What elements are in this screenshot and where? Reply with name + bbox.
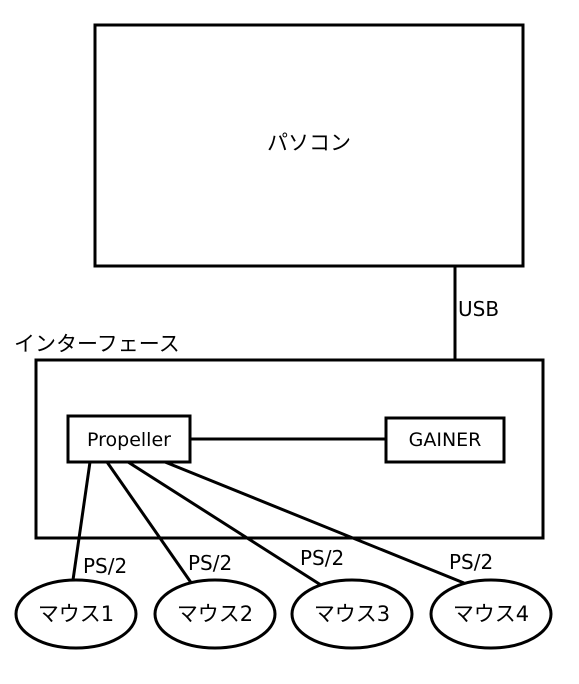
mouse-2-node (153, 578, 277, 650)
ps2-label-2: PS/2 (188, 551, 232, 575)
gainer-label: GAINER (409, 429, 482, 451)
ps2-label-4: PS/2 (449, 550, 493, 574)
ps2-line-4 (164, 460, 465, 585)
ps2-line-2 (105, 461, 194, 585)
interface-label: インターフェース (14, 332, 180, 356)
propeller-box (66, 414, 192, 464)
mouse-4-label: マウス4 (453, 602, 529, 626)
mouse-1-node (14, 578, 138, 650)
mouse-3-label: マウス3 (314, 602, 390, 626)
usb-label: USB (458, 297, 499, 321)
mouse-2-label: マウス2 (177, 602, 253, 626)
ps2-label-1: PS/2 (83, 554, 127, 578)
pc-label: パソコン (267, 131, 351, 155)
ps2-label-3: PS/2 (300, 546, 344, 570)
propeller-label: Propeller (87, 429, 171, 451)
mouse-3-node (290, 578, 414, 650)
ps2-line-3 (127, 460, 325, 589)
mouse-1-label: マウス1 (38, 602, 114, 626)
gainer-box (384, 416, 506, 464)
ps2-line-1 (71, 461, 92, 581)
mouse-4-node (429, 578, 553, 650)
pc-box (93, 23, 525, 268)
